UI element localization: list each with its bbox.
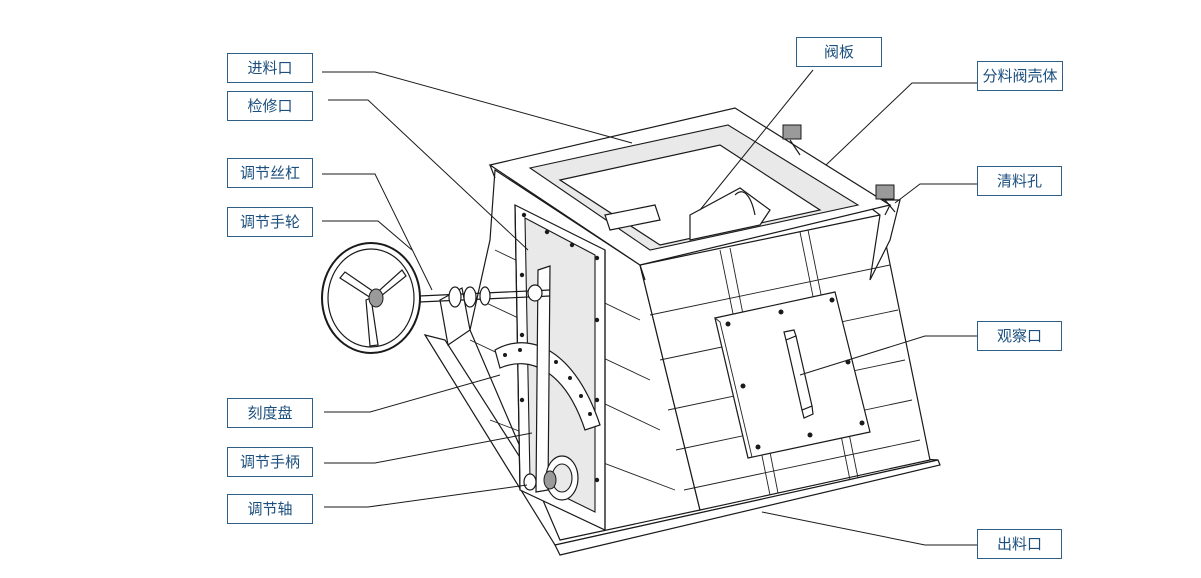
- label-outlet: 出料口: [977, 529, 1062, 559]
- label-access-port: 检修口: [227, 91, 313, 121]
- label-valve-plate: 阀板: [796, 37, 882, 67]
- label-inlet: 进料口: [227, 53, 313, 83]
- outlet-lip: [554, 459, 941, 556]
- handwheel: [321, 242, 421, 354]
- label-inspection-window: 观察口: [977, 321, 1062, 351]
- inspection-bolts: [725, 297, 865, 450]
- housing-right-panel: [858, 199, 901, 281]
- flange-bolts: [782, 124, 896, 213]
- label-dial: 刻度盘: [227, 398, 313, 428]
- access-frame-bolts: [519, 212, 600, 483]
- label-adjust-screw: 调节丝杠: [227, 158, 313, 188]
- label-adjust-handle: 调节手柄: [227, 447, 313, 477]
- label-cleanout-hole: 清料孔: [977, 166, 1062, 196]
- label-valve-housing: 分料阀壳体: [977, 61, 1063, 91]
- valve-plate: [689, 187, 771, 241]
- leader-lines: [322, 69, 977, 546]
- label-adjust-shaft: 调节轴: [227, 494, 313, 524]
- shaft-hub: [523, 455, 579, 501]
- adjust-screw: [374, 284, 551, 308]
- inner-bar: [604, 204, 661, 231]
- label-adjust-handwheel: 调节手轮: [227, 207, 313, 237]
